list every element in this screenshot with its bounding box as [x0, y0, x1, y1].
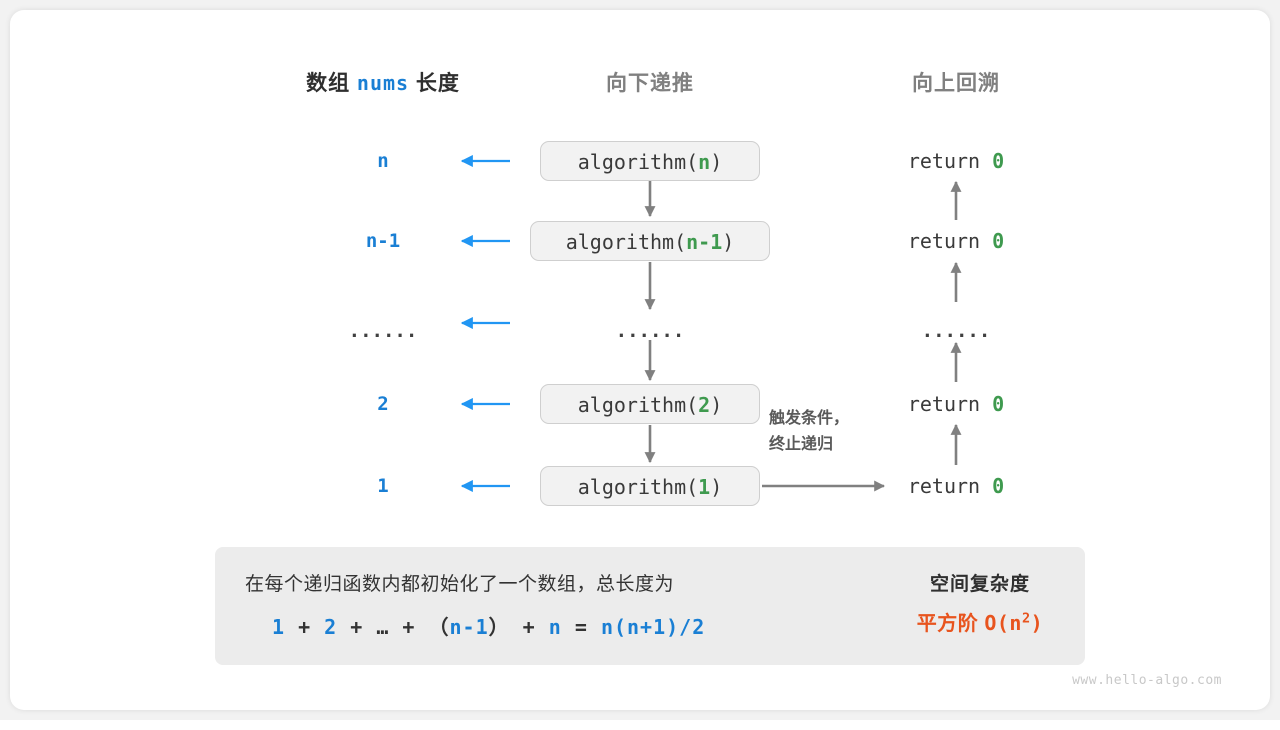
- base-case-annotation-line-1: 触发条件，: [769, 410, 850, 427]
- diagram-card: 数组 nums 长度 向下递推 向上回溯 n algorithm(n) retu…: [10, 10, 1270, 710]
- length-value-row-1: n-1: [365, 230, 401, 252]
- call-box-row-4: algorithm(1): [540, 466, 760, 506]
- summary-description: 在每个递归函数内都初始化了一个数组，总长度为: [245, 574, 675, 595]
- call-arg-row-4: 1: [698, 475, 711, 499]
- call-arg-row-3: 2: [698, 393, 711, 417]
- formula-term-d: n: [548, 615, 562, 639]
- return-ellipsis-row-2: ......: [921, 320, 991, 342]
- formula-result: n(n+1)/2: [600, 615, 706, 639]
- length-value-row-0: n: [377, 150, 389, 172]
- return-value-row-3: 0: [992, 392, 1005, 416]
- base-case-annotation-line-2: 终止递归: [769, 436, 834, 453]
- call-box-row-1: algorithm(n-1): [530, 221, 770, 261]
- call-prefix-row-1: algorithm(: [565, 230, 687, 254]
- base-case-annotation: 触发条件， 终止递归: [769, 406, 849, 458]
- call-prefix-row-0: algorithm(: [577, 150, 699, 174]
- call-suffix-row-0: ): [710, 150, 723, 174]
- formula-op-1: +: [285, 615, 325, 639]
- return-keyword-row-0: return: [907, 149, 993, 173]
- complexity-notation-exponent: 2: [1021, 610, 1031, 627]
- header-array-prefix: 数组: [306, 72, 351, 95]
- summary-formula: 1 + 2 + … + （n-1） + n = n(n+1)/2: [272, 611, 705, 640]
- complexity-notation: O(n2): [984, 610, 1044, 635]
- complexity-notation-prefix: O(n: [984, 611, 1022, 635]
- formula-lparen: （: [428, 615, 450, 639]
- header-backtrack: 向上回溯: [912, 72, 1000, 95]
- formula-equals: =: [561, 615, 601, 639]
- call-arg-row-1: n-1: [686, 230, 723, 254]
- formula-op-2: + … +: [337, 615, 429, 639]
- call-box-row-0: algorithm(n): [540, 141, 760, 181]
- call-arg-row-0: n: [698, 150, 711, 174]
- call-suffix-row-4: ): [710, 475, 723, 499]
- call-suffix-row-1: ): [722, 230, 735, 254]
- length-value-row-3: 2: [377, 393, 389, 415]
- formula-term-a: 1: [272, 615, 286, 639]
- blue-length-arrows: [460, 154, 510, 493]
- return-row-1: return 0: [908, 229, 1004, 253]
- formula-rparen: ）: [488, 615, 510, 639]
- return-value-row-0: 0: [992, 149, 1005, 173]
- call-box-row-3: algorithm(2): [540, 384, 760, 424]
- call-prefix-row-4: algorithm(: [577, 475, 699, 499]
- header-descend: 向下递推: [606, 72, 694, 95]
- length-value-row-2: ......: [348, 320, 418, 342]
- summary-conclusion-value: 平方阶 O(n2): [860, 607, 1100, 636]
- call-suffix-row-3: ): [710, 393, 723, 417]
- summary-conclusion-title: 空间复杂度: [929, 574, 1030, 595]
- length-value-row-4: 1: [377, 475, 389, 497]
- return-keyword-row-3: return: [907, 392, 993, 416]
- header-array-name: nums: [356, 71, 410, 95]
- complexity-notation-suffix: ): [1030, 611, 1044, 635]
- return-value-row-4: 0: [992, 474, 1005, 498]
- call-ellipsis-row-2: ......: [615, 320, 685, 342]
- header-array-length: 数组 nums 长度: [306, 67, 460, 97]
- return-keyword-row-1: return: [907, 229, 993, 253]
- formula-term-c: n-1: [449, 615, 489, 639]
- return-row-4: return 0: [908, 474, 1004, 498]
- formula-op-3: +: [509, 615, 549, 639]
- watermark: www.hello-algo.com: [1072, 673, 1222, 688]
- header-array-suffix: 长度: [415, 72, 460, 95]
- summary-panel: 在每个递归函数内都初始化了一个数组，总长度为 1 + 2 + … + （n-1）…: [215, 547, 1085, 665]
- complexity-label: 平方阶: [916, 613, 979, 635]
- return-row-3: return 0: [908, 392, 1004, 416]
- return-keyword-row-4: return: [907, 474, 993, 498]
- return-value-row-1: 0: [992, 229, 1005, 253]
- call-prefix-row-3: algorithm(: [577, 393, 699, 417]
- return-row-0: return 0: [908, 149, 1004, 173]
- formula-term-b: 2: [324, 615, 338, 639]
